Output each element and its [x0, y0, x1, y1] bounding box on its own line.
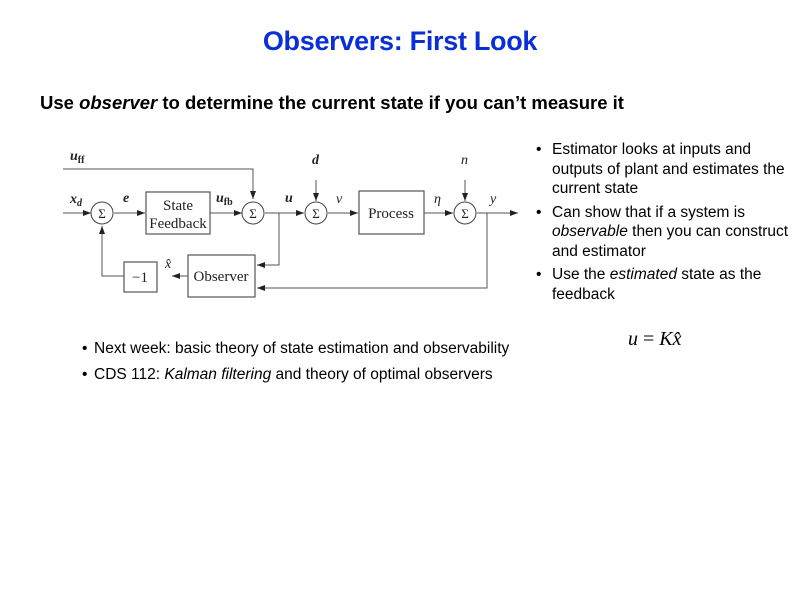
- sum3-symbol: Σ: [312, 206, 320, 221]
- signal-e: e: [123, 191, 129, 206]
- signal-n: n: [461, 153, 468, 168]
- gain-label: −1: [132, 270, 148, 286]
- right-bullet-1: Estimator looks at inputs and outputs of…: [536, 140, 796, 199]
- bottom-bullet-list: Next week: basic theory of state estimat…: [82, 339, 509, 390]
- signal-v: ν: [336, 192, 343, 207]
- sum1-symbol: Σ: [98, 206, 106, 221]
- state-feedback-label-1: State: [163, 198, 193, 214]
- block-diagram: Σ Σ Σ Σ State Feedback Process Observer …: [63, 149, 518, 298]
- uff-line: [63, 168, 256, 199]
- signal-d: d: [312, 153, 320, 168]
- state-feedback-label-2: Feedback: [149, 216, 207, 232]
- process-block: [358, 190, 425, 235]
- u-branch-line: [257, 213, 280, 268]
- process-label: Process: [368, 206, 414, 222]
- right-bullet-list: Estimator looks at inputs and outputs of…: [536, 140, 796, 308]
- signal-u: u: [285, 191, 293, 206]
- signal-uff: uff: [70, 149, 85, 166]
- subtitle-suffix: to determine the current state if you ca…: [157, 92, 624, 113]
- bottom-bullet-2: CDS 112: Kalman filtering and theory of …: [82, 365, 509, 385]
- summing-junction-2: [241, 201, 265, 225]
- slide-title: Observers: First Look: [262, 26, 538, 56]
- summing-junction-1: [90, 201, 114, 225]
- observer-label: Observer: [194, 269, 249, 285]
- bottom-bullet-1: Next week: basic theory of state estimat…: [82, 339, 509, 359]
- signal-ufb: ufb: [216, 191, 233, 208]
- sum2-symbol: Σ: [249, 206, 257, 221]
- state-feedback-block: [145, 191, 211, 235]
- gain-block: [123, 261, 158, 293]
- signal-xd: xd: [69, 192, 83, 209]
- y-feedback-line: [257, 213, 488, 291]
- summing-junction-3: [304, 201, 328, 225]
- observer-block: [187, 254, 256, 298]
- signal-eta: η: [434, 192, 441, 207]
- subtitle-emphasis: observer: [79, 92, 158, 113]
- signal-xhat: x̂: [164, 257, 172, 272]
- slide-subtitle: Use observer to determine the current st…: [40, 92, 624, 114]
- control-law-equation: u = Kx̂: [628, 328, 682, 350]
- signal-y: y: [488, 192, 497, 207]
- sum4-symbol: Σ: [461, 206, 469, 221]
- summing-junction-4: [453, 201, 477, 225]
- right-bullet-2: Can show that if a system is observable …: [536, 203, 796, 262]
- right-bullet-3: Use the estimated state as the feedback: [536, 265, 796, 304]
- subtitle-prefix: Use: [40, 92, 80, 113]
